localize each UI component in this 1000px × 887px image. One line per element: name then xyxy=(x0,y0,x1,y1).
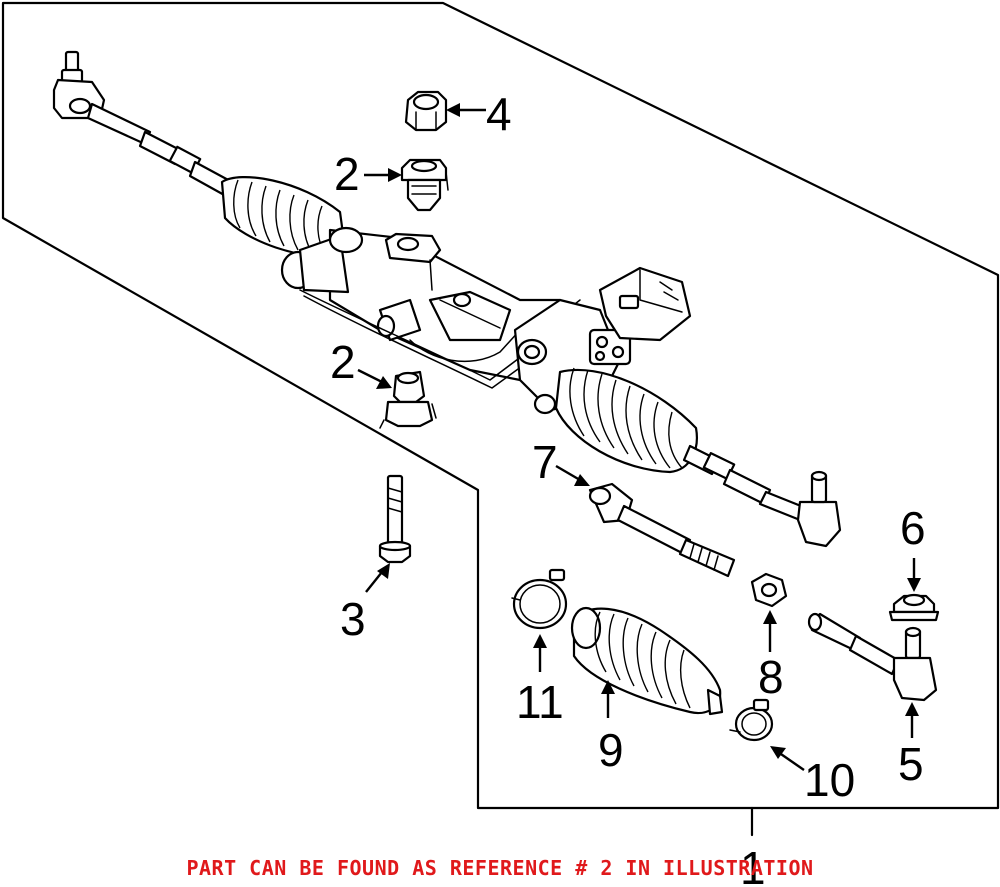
callout-2-upper: 2 xyxy=(334,148,360,200)
part-10-small-clamp xyxy=(729,698,774,742)
left-tie-rod-end xyxy=(52,50,234,198)
reference-note: PART CAN BE FOUND AS REFERENCE # 2 IN IL… xyxy=(186,856,814,880)
callout-2-lower: 2 xyxy=(330,336,356,388)
callout-4: 4 xyxy=(486,88,512,140)
part-9-bellows-boot xyxy=(570,606,724,716)
rack-housing xyxy=(280,226,692,415)
part-5-outer-tie-rod-end xyxy=(807,612,938,702)
callout-5: 5 xyxy=(898,738,924,790)
steering-rack-assembly xyxy=(52,50,842,548)
callout-11: 11 xyxy=(516,676,564,728)
part-2-upper-bushing xyxy=(400,158,449,212)
callout-3: 3 xyxy=(340,593,366,645)
callout-6: 6 xyxy=(900,502,926,554)
part-7-inner-tie-rod xyxy=(588,482,736,578)
right-tie-rod-end xyxy=(682,444,842,548)
part-6-lock-nut xyxy=(888,593,940,622)
callout-7: 7 xyxy=(532,436,558,488)
part-4-nut xyxy=(404,90,448,132)
part-2-lower-bushing xyxy=(379,370,437,429)
callout-1: 1 xyxy=(740,842,766,887)
right-bellows-boot xyxy=(554,367,698,474)
callout-9: 9 xyxy=(598,724,624,776)
part-11-clamp xyxy=(511,568,568,630)
callout-8: 8 xyxy=(758,651,784,703)
leader-arrows xyxy=(357,103,921,771)
callout-10: 10 xyxy=(804,754,855,806)
part-8-jam-nut xyxy=(750,572,788,608)
assembly-outline xyxy=(1,1,1000,810)
part-3-bolt xyxy=(378,474,412,564)
